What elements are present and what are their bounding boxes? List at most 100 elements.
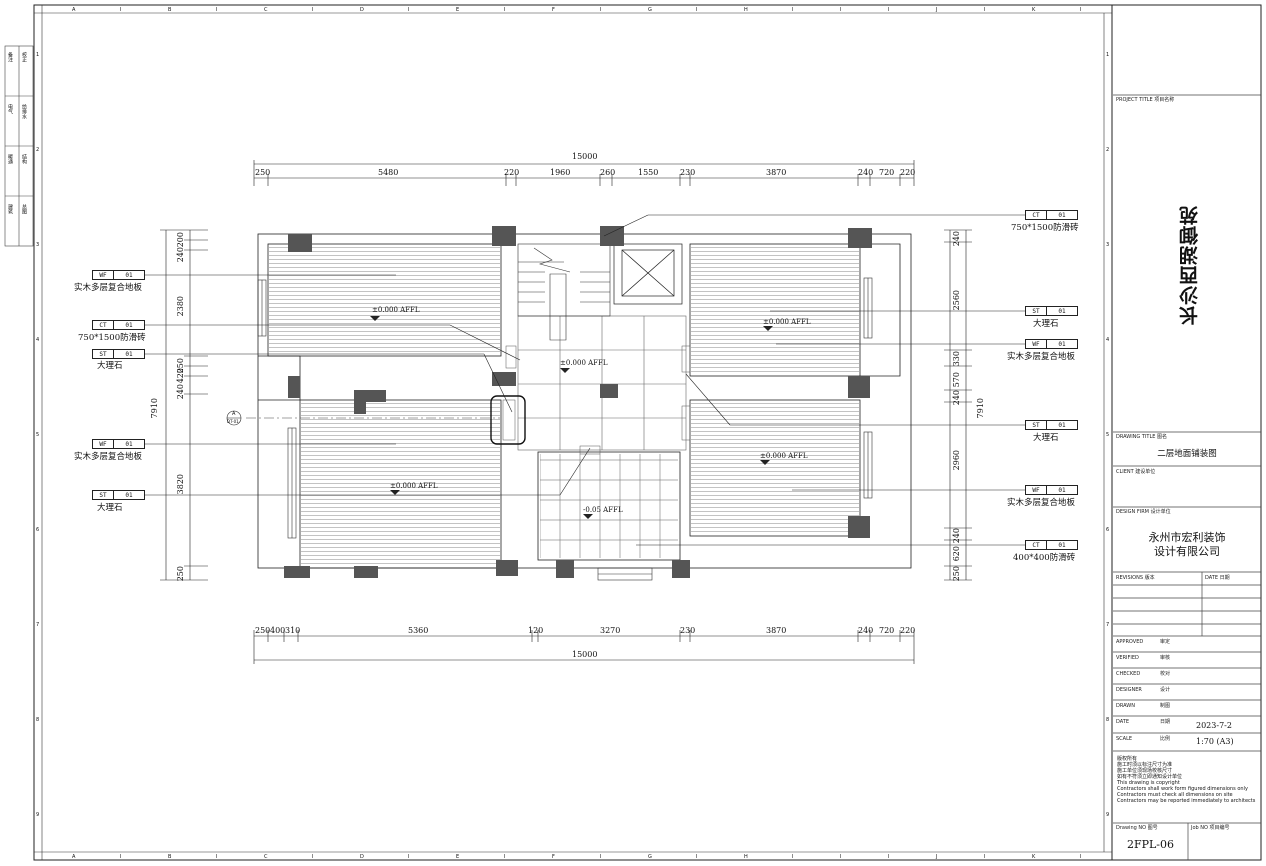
dim-top-seg: 3870 [766,168,787,177]
tag-num: 01 [114,270,145,280]
elevation-label: ±0.000 AFFL [390,482,438,490]
grid-label: E [456,7,460,13]
date-label: DATE [1116,719,1130,725]
grid-label: C [264,7,268,13]
tag-code: ST [92,349,114,359]
dim-right-seg: 570 [952,372,961,388]
grid-label: F [552,854,555,860]
design-firm-label: DESIGN FIRM 设计单位 [1116,509,1171,515]
elevation-label: ±0.000 AFFL [763,318,811,326]
elevation-label: ±0.000 AFFL [760,452,808,460]
project-title-label: PROJECT TITLE 项目名称 [1116,97,1175,103]
windows [257,277,873,581]
grid-label: I [600,854,602,860]
grid-label: C [264,854,268,860]
grid-label: I [120,854,122,860]
scale-label: SCALE [1116,736,1133,742]
grid-label: I [888,854,890,860]
dim-left-overall: 7910 [150,398,159,419]
elevator [613,243,683,305]
grid-label: I [792,854,794,860]
dim-bottom-seg: 250 [255,626,271,635]
grid-label: I [1080,854,1082,860]
dim-right-seg: 250 [952,566,961,582]
material-label: 实木多层复合地板 [74,283,143,293]
tag-num: 01 [1047,339,1078,349]
material-label: 实木多层复合地板 [1007,498,1076,508]
client-label: CLIENT 建设单位 [1116,469,1156,475]
scale-cn: 比例 [1160,736,1171,742]
dim-top-seg: 230 [680,168,696,177]
dim-bottom-seg: 720 [879,626,895,635]
strip-label-architecture: 建筑 [7,204,13,214]
grid-label: I [120,7,122,13]
room-wood-se [691,401,859,535]
grid-label: 6 [1106,527,1110,533]
material-label: 实木多层复合地板 [1007,352,1076,362]
grid-label: 3 [1106,242,1110,248]
note-line: Contractors must check all dimensions on… [1117,792,1233,798]
dim-right-overall: 7910 [976,398,985,419]
grid-label: J [936,854,938,860]
note-line: 版权所有 [1117,756,1138,762]
building-outline [257,233,912,569]
tag-code: CT [92,320,114,330]
grid-label: I [792,7,794,13]
elevation-label: -0.05 AFFL [583,506,623,514]
material-label: 750*1500防滑砖 [78,333,146,343]
tag-code: WF [1025,339,1047,349]
dim-left-seg: 420 [176,368,185,384]
marble-threshold [490,395,526,445]
grid-label: J [936,7,938,13]
note-line: Contractors shall work form figured dime… [1117,786,1248,792]
tag-code: WF [92,439,114,449]
dim-right-seg: 620 [952,546,961,562]
grid-label: A [72,854,76,860]
room-tiles-bath [540,454,678,558]
dim-top-seg: 720 [879,168,895,177]
grid-label: I [696,854,698,860]
grid-label: 1 [1106,52,1110,58]
tag-code: CT [1025,210,1047,220]
grid-label: 2 [36,147,40,153]
note-line: 施工时须以标注尺寸为准 [1117,762,1173,768]
strip-label-site: 总图 [21,204,27,214]
tag-num: 01 [1047,306,1078,316]
revision-date-label: DATE 日期 [1205,575,1230,581]
grid-label: 1 [36,52,40,58]
grid-label: I [408,854,410,860]
strip-label-electrical: 电气 [7,104,13,114]
grid-label: I [216,854,218,860]
material-label: 大理石 [97,503,123,513]
tag-code: ST [1025,306,1047,316]
grid-label: D [360,854,364,860]
material-label: 750*1500防滑砖 [1011,223,1079,233]
dim-bottom-seg: 3270 [600,626,621,635]
grid-label: B [168,7,172,13]
dim-left-seg: 2380 [176,296,185,317]
dim-bottom-seg: 230 [680,626,696,635]
grid-label: I [600,7,602,13]
section-mark-bottom: DT-01 [227,419,239,424]
dim-bottom-seg: 220 [900,626,916,635]
grid-label: 9 [1106,812,1110,818]
dim-right-seg: 330 [952,351,961,367]
grid-label: F [552,7,555,13]
grid-label: I [840,854,842,860]
grid-label: B [168,854,172,860]
stair [517,243,611,341]
tag-num: 01 [114,439,145,449]
approved-cn: 审定 [1160,639,1171,645]
drawing-title: 二层地面铺装图 [1157,449,1217,459]
grid-label: 8 [36,717,40,723]
tag-num: 01 [114,320,145,330]
grid-label: 6 [36,527,40,533]
grid-label: I [840,7,842,13]
